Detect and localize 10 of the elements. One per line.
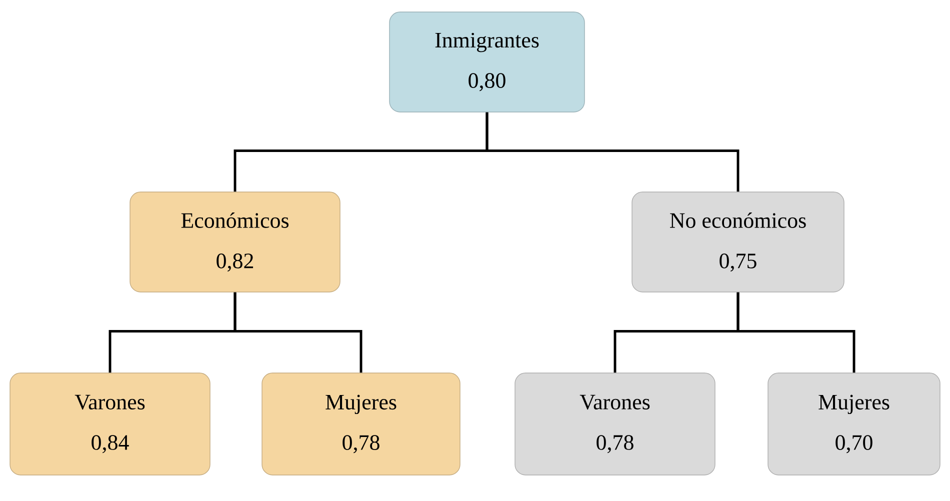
category-box: No económicos 0,75 bbox=[632, 192, 844, 292]
category-box: Mujeres 0,78 bbox=[262, 372, 460, 476]
connector-line bbox=[486, 112, 740, 192]
connector-line bbox=[736, 292, 856, 373]
category-box: Inmigrantes 0,80 bbox=[389, 12, 585, 112]
category-box: Económicos 0,82 bbox=[130, 192, 340, 292]
category-box: Varones 0,78 bbox=[514, 372, 716, 476]
category-box: Varones 0,84 bbox=[10, 372, 210, 476]
category-box: Mujeres 0,70 bbox=[768, 372, 940, 476]
connector-line bbox=[234, 292, 362, 373]
